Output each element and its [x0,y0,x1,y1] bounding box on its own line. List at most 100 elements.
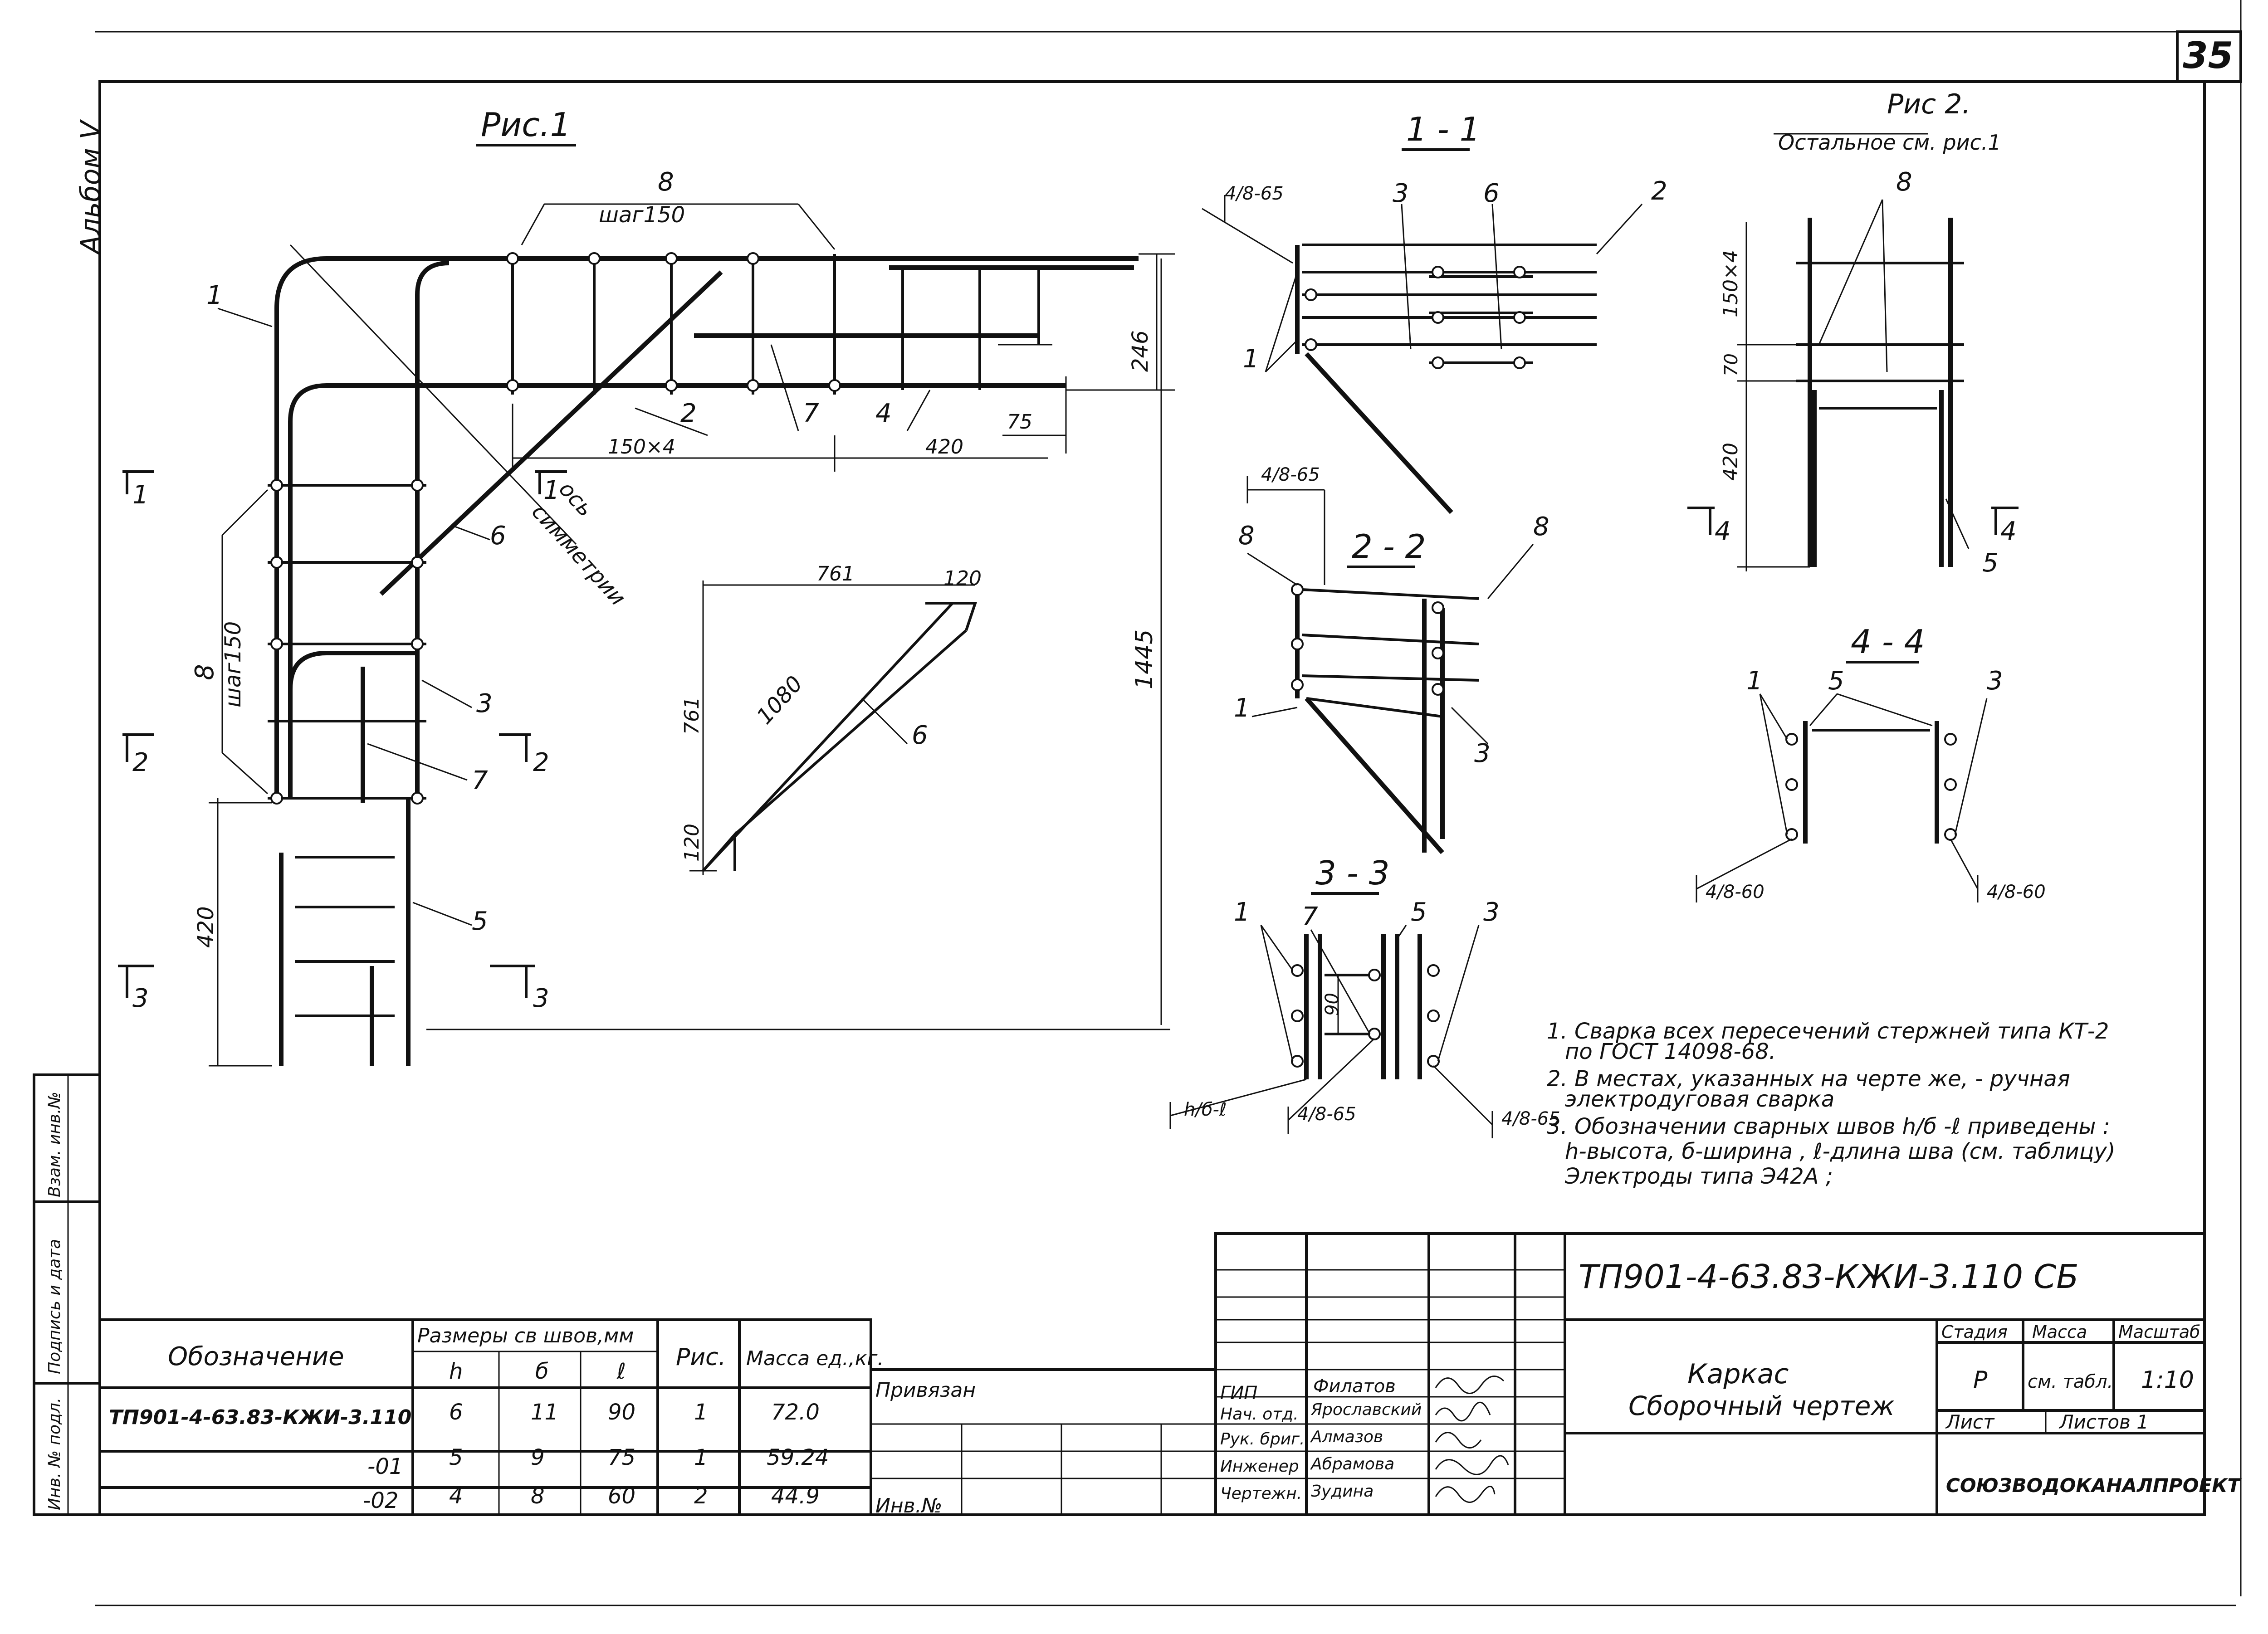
sec22-title: 2 - 2 [1352,527,1426,566]
detail6-dim-120-top: 120 [943,567,982,590]
side-stamp-replace: Взам. инв.№ [45,1092,64,1197]
staff-role-5: Чертежн. [1220,1484,1302,1503]
fig2-dim-420: 420 [1719,443,1742,481]
fig1-title: Рис.1 [481,106,571,144]
sec22-p1: 1 [1234,693,1250,723]
sec11-p1: 1 [1243,344,1259,374]
note-line-5: 3. Обозначении сварных швов h/б -ℓ приве… [1547,1114,2110,1139]
staff-role-3: Рук. бриг. [1220,1430,1305,1449]
fig1-pos7: 7 [472,766,488,795]
fig1-step-top: шаг150 [599,202,685,228]
sec22-drawing [1246,476,1534,854]
table-row1-designation: ТП901-4-63.83-КЖИ-3.110 [109,1406,411,1429]
staff-role-2: Нач. отд. [1220,1405,1299,1424]
title-org: СОЮЗВОДОКАНАЛПРОЕКТ [1946,1474,2242,1497]
sec22-p8a: 8 [1238,521,1255,551]
fig1-weld-dots [270,252,841,805]
notes-block: 1. Сварка всех пересечений стержней типа… [1547,1019,2116,1189]
fig1-dim-150x4: 150×4 [608,435,675,458]
table-row3-mass: 44.9 [771,1483,820,1509]
sec22-p3: 3 [1474,739,1491,768]
table-row2-fig: 1 [694,1445,708,1470]
fig2-p5: 5 [1982,548,1999,578]
sec33-weld-a: h/б-ℓ [1184,1099,1227,1120]
fig1-dim-246: 246 [1128,330,1153,372]
detail6-pos: 6 [912,721,928,750]
title-name-1: Каркас [1687,1358,1789,1390]
table-row2-mass: 59.24 [767,1445,829,1470]
sec33-dim-90: 90 [1322,993,1343,1016]
table-row2-h: 5 [449,1445,463,1470]
sec33-weld-c: 4/8-65 [1501,1108,1560,1129]
fig2-p8: 8 [1896,167,1912,197]
table-col-h: h [449,1359,463,1384]
title-stage: Р [1973,1366,1988,1394]
fig1-cut-1: 1 [132,480,149,510]
side-stamp-inv: Инв. № подл. [45,1398,64,1510]
table-row2-b: 9 [531,1445,545,1470]
note-line-3: 2. В местах, указанных на черте же, - ру… [1547,1066,2070,1092]
sec33-drawing [1169,925,1493,1138]
title-scale-header: Масштаб [2118,1322,2200,1342]
fig2-dim-150x4: 150×4 [1719,250,1742,317]
table-row2-l: 75 [608,1445,635,1470]
detail6-dim-1080: 1080 [752,671,807,729]
table-header-designation: Обозначение [168,1342,344,1371]
sec33-p7: 7 [1302,902,1318,932]
note-line-4: электродуговая сварка [1565,1087,1834,1112]
staff-name-2: Ярославский [1310,1400,1422,1419]
sec44-p3: 3 [1987,666,2003,696]
title-sheets: Листов 1 [2058,1411,2149,1433]
fig1-cut-2b: 2 [533,748,549,777]
staff-role-1: ГИП [1220,1383,1257,1404]
fig2-title: Рис 2. [1887,88,1970,120]
sec33-p5: 5 [1411,897,1427,927]
sec33-weld-b: 4/8-65 [1297,1104,1356,1125]
tie-inv: Инв.№ [875,1494,942,1517]
table-row1-l: 90 [608,1400,635,1425]
side-stamp-sign: Подпись и дата [45,1239,64,1374]
sec22-weld: 4/8-65 [1261,464,1320,485]
sec44-drawing [1696,693,1988,902]
sec11-p2: 2 [1651,176,1667,206]
sec44-p5: 5 [1828,666,1844,696]
sec11-title: 1 - 1 [1406,110,1480,148]
title-sheet: Лист [1945,1411,1995,1433]
sec22-p8b: 8 [1533,512,1549,541]
fig1-pos4: 4 [875,399,892,428]
title-name-2: Сборочный чертеж [1628,1390,1895,1421]
title-mass-header: Масса [2032,1322,2087,1342]
sec44-title: 4 - 4 [1851,623,1925,661]
staff-name-4: Абрамова [1310,1455,1394,1473]
table-header-sizes: Размеры св швов,мм [417,1324,634,1347]
table-row1-h: 6 [449,1400,463,1425]
title-mass: см. табл. [2028,1371,2113,1392]
sec44-p1: 1 [1746,666,1763,696]
table-row3-l: 60 [608,1483,635,1509]
fig1-dim-1445: 1445 [1131,629,1158,689]
album-label: Альбом V [75,119,107,256]
fig1-pos5: 5 [472,907,488,936]
table-row3-fig: 2 [694,1483,708,1509]
sec11-drawing [1202,195,1643,514]
fig1-pos7-top: 7 [803,399,819,428]
tie-label: Привязан [875,1379,976,1402]
title-stage-header: Стадия [1941,1322,2008,1342]
note-line-2: по ГОСТ 14098-68. [1565,1039,1776,1064]
staff-role-4: Инженер [1220,1457,1299,1476]
table-header-mass: Масса ед.,кг. [746,1347,884,1370]
detail6-drawing [689,580,978,875]
sec11-weld: 4/8-65 [1225,183,1284,204]
fig1-cage [209,203,1175,1067]
sec33-p3: 3 [1483,897,1500,927]
fig1-dim-420-v: 420 [193,906,219,948]
sec11-p6: 6 [1483,179,1500,208]
title-block [1214,1232,2206,1516]
table-row2-designation: -01 [367,1454,403,1479]
sec44-weld-a: 4/8-60 [1706,882,1765,902]
fig1-dim-420-h: 420 [925,435,963,458]
fig1-pos3: 3 [476,689,493,718]
sheet-number: 35 [2183,34,2233,77]
fig1-cut-marks [118,470,567,998]
